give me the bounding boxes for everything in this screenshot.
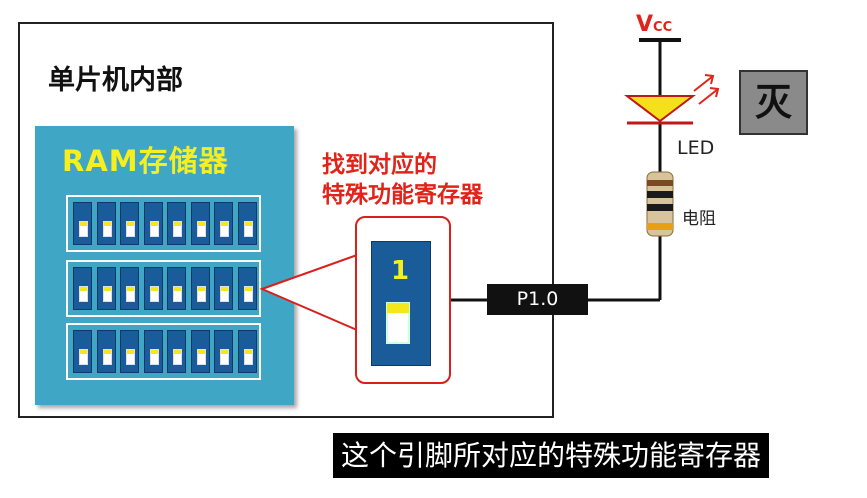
memory-cell: [214, 330, 233, 373]
callout-line-2: 特殊功能寄存器: [322, 182, 483, 208]
memory-bit-switch: [126, 221, 135, 237]
memory-cell: [73, 202, 92, 245]
memory-bit-switch: [243, 349, 253, 365]
ram-title: RAM存储器: [62, 144, 229, 178]
memory-cell: [167, 267, 186, 310]
memory-bit-switch: [79, 349, 88, 365]
memory-cell: [214, 202, 233, 245]
memory-cell: [190, 330, 210, 373]
callout-label: 找到对应的 特殊功能寄存器: [322, 150, 483, 210]
memory-bit-switch: [173, 349, 182, 365]
memory-bit-switch: [79, 221, 88, 237]
register-value: 1: [391, 256, 410, 286]
memory-cell: [120, 202, 139, 245]
memory-cell: [237, 267, 257, 310]
mcu-title: 单片机内部: [48, 65, 183, 96]
memory-bit-switch: [196, 286, 206, 302]
memory-cell: [96, 267, 116, 310]
memory-bit-switch: [126, 286, 135, 302]
memory-cell: [73, 330, 92, 373]
memory-bit-switch: [220, 349, 229, 365]
callout-pointer: [259, 253, 358, 332]
ram-bank: [66, 323, 261, 380]
pin-label: P1.0: [487, 284, 588, 315]
led-state-badge: 灭: [739, 70, 808, 135]
memory-cell: [73, 267, 92, 310]
ram-bank-selected: [66, 260, 261, 317]
memory-bit-switch: [126, 349, 135, 365]
memory-bit-switch: [243, 221, 253, 237]
memory-bit-switch: [102, 349, 112, 365]
memory-cell: [143, 267, 163, 310]
memory-bit-switch: [102, 286, 112, 302]
memory-bit-switch: [196, 221, 206, 237]
memory-cell: [96, 202, 116, 245]
led-label: LED: [677, 137, 715, 159]
memory-cell: [190, 202, 210, 245]
memory-cell: [190, 267, 210, 310]
memory-bit-switch: [196, 349, 206, 365]
memory-bit-switch: [243, 286, 253, 302]
memory-bit-switch: [149, 349, 159, 365]
memory-cell: [96, 330, 116, 373]
memory-bit-switch: [173, 221, 182, 237]
ram-bank: [66, 195, 261, 252]
subtitle-caption: 这个引脚所对应的特殊功能寄存器: [333, 433, 770, 478]
memory-bit-switch: [173, 286, 182, 302]
memory-cell: [237, 202, 257, 245]
memory-bit-switch: [149, 221, 159, 237]
memory-cell: [237, 330, 257, 373]
resistor-label: 电阻: [682, 209, 716, 229]
callout-line-1: 找到对应的: [322, 152, 437, 178]
memory-cell: [167, 202, 186, 245]
vcc-label: VCC: [636, 12, 672, 37]
register-bit-indicator: [387, 303, 409, 313]
memory-cell: [120, 267, 139, 310]
memory-bit-switch: [79, 286, 88, 302]
memory-bit-switch: [149, 286, 159, 302]
memory-cell: [143, 330, 163, 373]
memory-cell: [143, 202, 163, 245]
memory-bit-switch: [220, 221, 229, 237]
resistor-icon: [646, 171, 674, 237]
led-icon: [624, 95, 696, 125]
light-rays-icon: [693, 74, 720, 105]
memory-bit-switch: [102, 221, 112, 237]
memory-cell: [167, 330, 186, 373]
memory-cell: [214, 267, 233, 310]
vcc-main: V: [636, 12, 654, 37]
vcc-subscript: CC: [653, 20, 673, 35]
memory-cell: [120, 330, 139, 373]
memory-bit-switch: [220, 286, 229, 302]
